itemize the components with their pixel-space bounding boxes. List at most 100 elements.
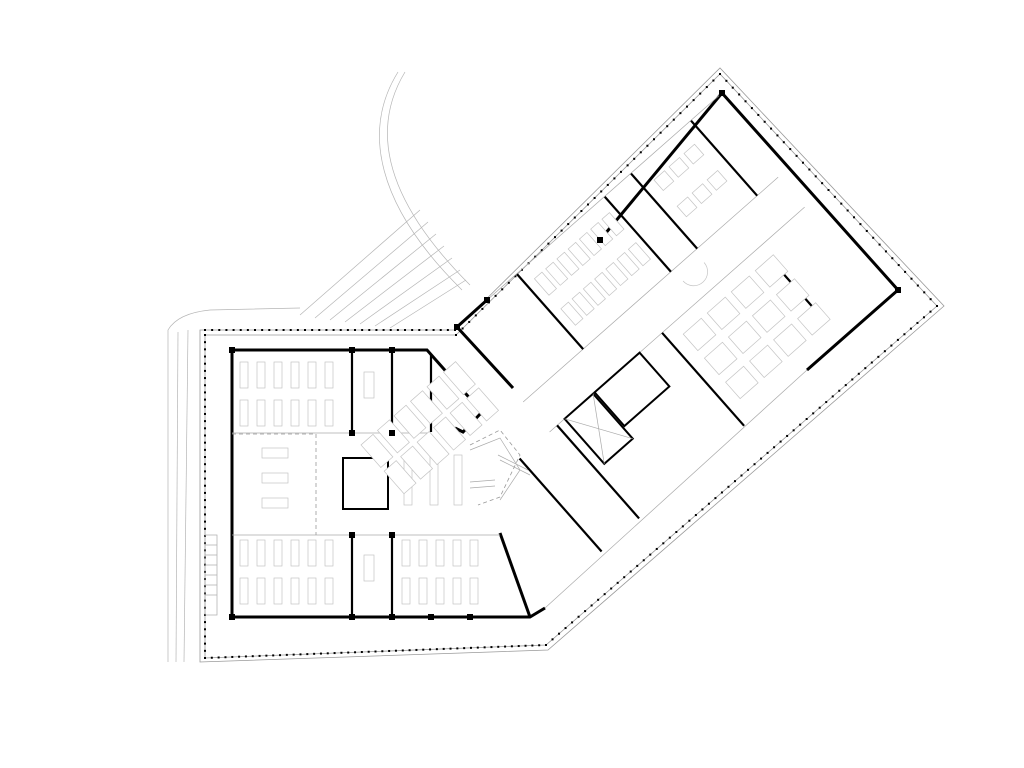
- facade-post: [877, 355, 880, 358]
- column: [389, 430, 395, 436]
- facade-post: [859, 223, 862, 226]
- desk: [418, 577, 428, 605]
- facade-post: [361, 329, 364, 331]
- facade-post: [204, 621, 206, 624]
- facade-post: [694, 514, 697, 517]
- facade-post: [204, 506, 206, 509]
- facade-post: [603, 593, 606, 596]
- desk: [290, 399, 300, 427]
- column: [389, 614, 395, 620]
- facade-post: [613, 177, 616, 180]
- desk: [360, 433, 394, 468]
- facade-post: [649, 553, 652, 556]
- facade-post: [313, 652, 316, 655]
- facade-post: [524, 644, 527, 647]
- facade-post: [786, 434, 789, 437]
- column: [454, 324, 460, 330]
- facade-post: [204, 642, 206, 645]
- facade-post: [446, 329, 449, 331]
- column: [389, 347, 395, 353]
- facade-post: [204, 456, 206, 459]
- facade-post: [368, 329, 371, 331]
- facade-post: [285, 653, 288, 656]
- column: [349, 614, 355, 620]
- facade-post: [394, 649, 397, 652]
- facade-post: [306, 653, 309, 656]
- facade-post: [890, 344, 893, 347]
- facade-post: [204, 527, 206, 530]
- facade-post: [773, 446, 776, 449]
- desk: [383, 460, 417, 495]
- column: [389, 532, 395, 538]
- facade-post: [712, 79, 715, 82]
- facade-post: [204, 513, 206, 516]
- facade-post: [239, 329, 242, 331]
- facade-post: [481, 307, 484, 310]
- facade-post: [571, 621, 574, 624]
- desk: [239, 539, 249, 567]
- facade-post: [597, 598, 600, 601]
- facade-post: [554, 236, 556, 239]
- facade-post: [883, 350, 886, 353]
- facade-post: [340, 651, 343, 654]
- facade-post: [238, 655, 241, 658]
- desk: [261, 472, 289, 484]
- desk: [435, 577, 445, 605]
- facade-post: [204, 470, 206, 473]
- desk: [435, 539, 445, 567]
- facade-post: [805, 418, 808, 420]
- facade-post: [204, 362, 206, 365]
- facade-post: [545, 644, 547, 646]
- facade-post: [750, 107, 753, 110]
- facade-posts: [204, 73, 938, 659]
- facade-post: [439, 329, 442, 331]
- facade-post: [461, 327, 464, 330]
- facade-post: [204, 477, 206, 480]
- desk: [239, 399, 249, 427]
- facade-post: [719, 73, 721, 75]
- facade-post: [789, 148, 792, 151]
- facade-post: [705, 86, 708, 89]
- facade-post: [389, 329, 392, 331]
- facade-post: [501, 288, 504, 291]
- facade-post: [490, 646, 493, 649]
- column: [597, 237, 603, 243]
- facade-post: [795, 154, 798, 157]
- facade-post: [825, 401, 828, 404]
- facade-post: [776, 134, 779, 137]
- facade-post: [864, 367, 867, 370]
- desk: [239, 361, 249, 389]
- facade-post: [675, 531, 678, 533]
- wing-furniture: [360, 143, 831, 495]
- facade-post: [204, 398, 206, 401]
- facade-post: [401, 649, 404, 652]
- desk: [410, 390, 443, 425]
- facade-post: [659, 131, 662, 134]
- facade-post: [204, 355, 206, 358]
- facade-post: [251, 655, 254, 658]
- facade-post: [733, 480, 736, 483]
- facade-post: [204, 329, 206, 331]
- facade-post: [567, 223, 570, 226]
- furniture-layer: [239, 143, 831, 605]
- facade-post: [846, 209, 849, 212]
- facade-post: [382, 329, 385, 331]
- facade-post: [740, 474, 743, 477]
- facade-post: [857, 372, 860, 375]
- desk: [754, 254, 789, 288]
- desk: [560, 301, 584, 326]
- desk: [452, 577, 462, 605]
- facade-post: [636, 564, 639, 567]
- desk: [400, 445, 433, 480]
- facade-post: [279, 654, 282, 657]
- facade-post: [564, 627, 567, 630]
- facade-post: [831, 395, 834, 398]
- lounge-sofa: [682, 262, 708, 287]
- column: [349, 532, 355, 538]
- facade-post: [884, 250, 887, 253]
- facade-post: [668, 536, 671, 539]
- meeting-pod: [342, 457, 389, 510]
- facade-post: [204, 463, 206, 466]
- facade-post: [494, 294, 497, 297]
- facade-post: [497, 645, 500, 648]
